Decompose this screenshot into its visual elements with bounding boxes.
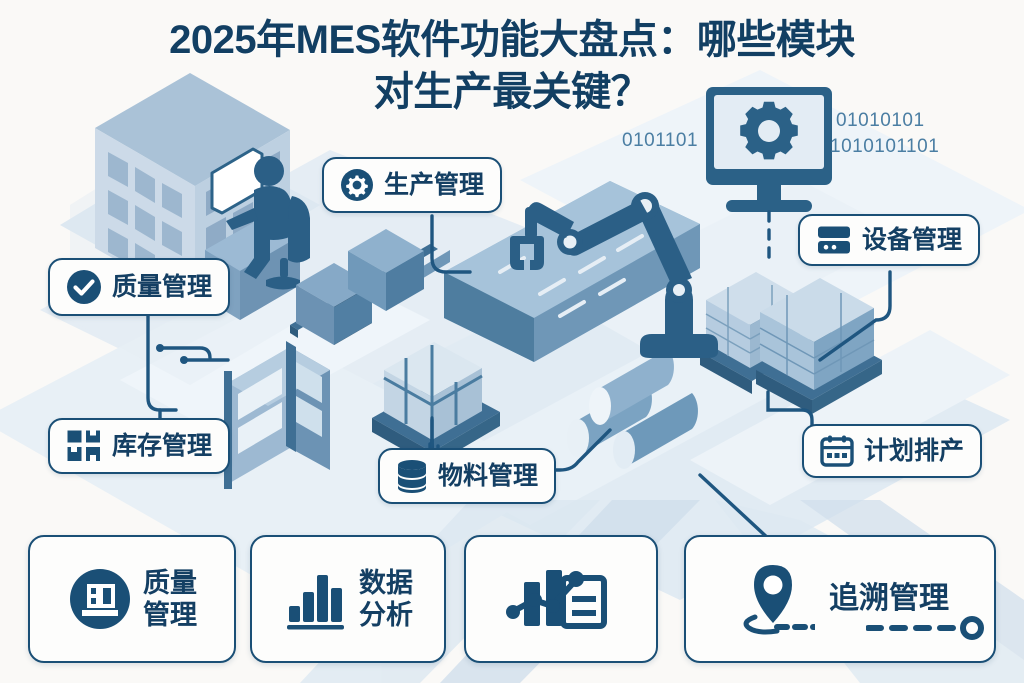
quality-seal-icon — [70, 569, 130, 629]
cylinder-stack — [567, 349, 698, 469]
badge-production[interactable]: 生产管理 — [322, 157, 503, 213]
badge-equipment[interactable]: 设备管理 — [798, 214, 981, 266]
binary-text-left: 0101101 — [622, 130, 699, 151]
card-analytics[interactable]: 数据 分析 — [250, 535, 446, 663]
badge-planning-label: 计划排产 — [864, 437, 965, 465]
badge-material-label: 物料管理 — [438, 462, 539, 490]
binary-text-right-1: 01010101 — [836, 110, 925, 131]
card-traceability-line1: 追溯管理 — [829, 582, 949, 615]
card-report[interactable] — [464, 535, 658, 663]
bar-chart-icon — [287, 575, 344, 630]
server-icon — [818, 226, 850, 254]
badge-quality[interactable]: 质量管理 — [48, 258, 231, 316]
database-icon — [398, 460, 426, 493]
robot-arm — [510, 192, 718, 358]
card-analytics-label: 数据 分析 — [359, 567, 413, 631]
badge-planning[interactable]: 计划排产 — [802, 424, 983, 478]
card-analytics-line1: 数据 — [359, 568, 413, 598]
check-circle-icon — [67, 270, 101, 304]
package-icon — [67, 430, 100, 461]
card-traceability-label: 追溯管理 — [829, 582, 949, 616]
badge-quality-label: 质量管理 — [112, 273, 213, 301]
cube-boxes — [290, 229, 438, 345]
card-quality[interactable]: 质量 管理 — [28, 535, 236, 663]
monitor-with-gear — [706, 87, 832, 212]
badge-inventory-label: 库存管理 — [112, 432, 213, 460]
connector-nubs — [156, 344, 188, 364]
card-quality-line2: 管理 — [143, 600, 197, 630]
badge-inventory[interactable]: 库存管理 — [48, 418, 231, 474]
location-pin-icon — [743, 565, 815, 635]
card-quality-label: 质量 管理 — [143, 567, 197, 631]
card-quality-line1: 质量 — [143, 568, 197, 598]
calendar-icon — [820, 435, 854, 467]
trace-dashed-trail — [866, 616, 984, 640]
card-traceability[interactable]: 追溯管理 — [684, 535, 996, 663]
badge-equipment-label: 设备管理 — [862, 226, 963, 254]
card-analytics-line2: 分析 — [359, 600, 413, 630]
badge-production-label: 生产管理 — [384, 171, 485, 199]
gear-icon — [341, 169, 373, 201]
binary-text-right-2: 1010101101 — [830, 136, 940, 157]
badge-material[interactable]: 物料管理 — [378, 448, 557, 504]
chart-report-icon — [506, 570, 607, 629]
stacked-pallets — [700, 272, 882, 414]
